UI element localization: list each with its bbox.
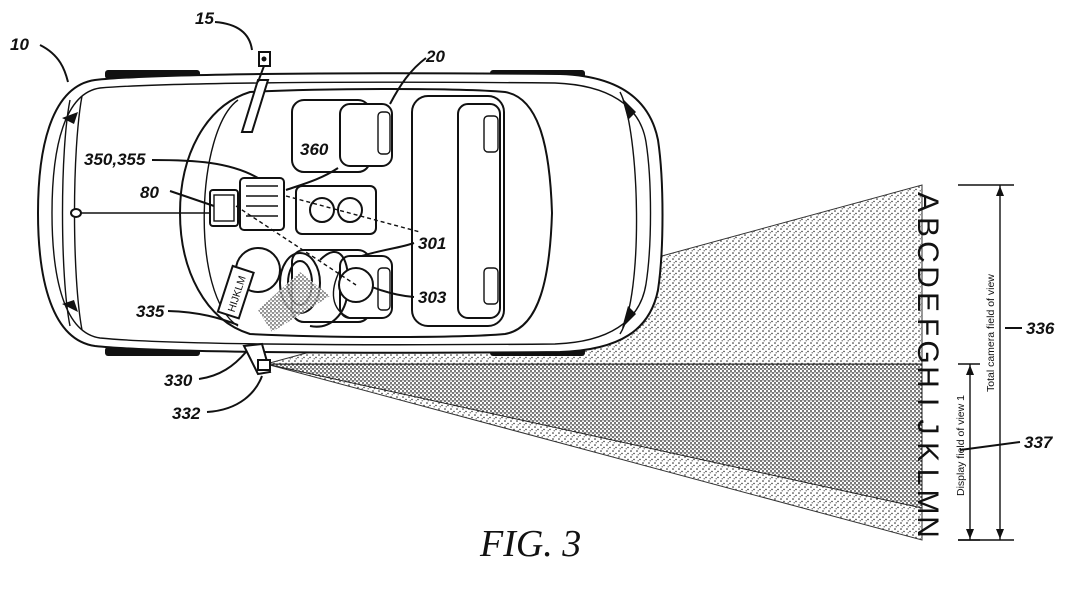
- total-field-dimension: Total camera field of view: [958, 184, 1014, 541]
- ref-display-image: 335: [136, 302, 165, 321]
- display-image: HIJKLM: [216, 264, 255, 320]
- ref-driver-head: 303: [418, 288, 447, 307]
- ref-seats: 20: [425, 47, 445, 66]
- scene-letter: F: [911, 318, 944, 337]
- scene-letter: L: [911, 469, 944, 487]
- leader-lines: [39, 21, 1022, 451]
- scene-letter: I: [911, 398, 944, 407]
- dashboard-instrument-cluster: [209, 177, 285, 231]
- scene-letter: K: [911, 442, 944, 463]
- scene-letter: C: [911, 241, 944, 264]
- scene-letter: J: [911, 420, 944, 436]
- side-camera: [242, 342, 272, 376]
- rear-view-mirror: [240, 51, 271, 133]
- scene-letter: H: [911, 366, 944, 389]
- ref-total-field: 336: [1026, 319, 1055, 338]
- ref-display-field: 337: [1024, 433, 1054, 452]
- scene-letter: N: [911, 516, 944, 539]
- scene-letter: B: [911, 217, 944, 238]
- ref-mirror: 15: [195, 9, 214, 28]
- total-field-label: Total camera field of view: [985, 274, 997, 392]
- cabin-outline: [178, 88, 554, 338]
- display-field-of-view-cone: [265, 363, 923, 509]
- ref-controller: 350,355: [84, 150, 146, 169]
- ref-vehicle: 10: [10, 35, 29, 54]
- ref-driver: 301: [418, 234, 446, 253]
- ref-display: 80: [140, 183, 159, 202]
- ref-sensor: 360: [300, 140, 329, 159]
- scene-letter: G: [911, 340, 944, 364]
- scene-letter: M: [911, 490, 944, 516]
- scene-letter: E: [911, 292, 944, 313]
- scene-letter: A: [911, 192, 944, 213]
- rear-seat: [411, 95, 505, 327]
- display-field-label: Display field of view 1: [955, 395, 967, 496]
- display-field-dimension: Display field of view 1: [955, 363, 980, 541]
- scene-letter: D: [911, 266, 944, 289]
- figure-caption: FIG. 3: [479, 523, 581, 565]
- vehicle-top-view: HIJKLM: [36, 51, 664, 356]
- ref-camera: 330: [164, 371, 193, 390]
- ref-camera-lens: 332: [172, 404, 201, 423]
- hood-emblem: [70, 208, 82, 218]
